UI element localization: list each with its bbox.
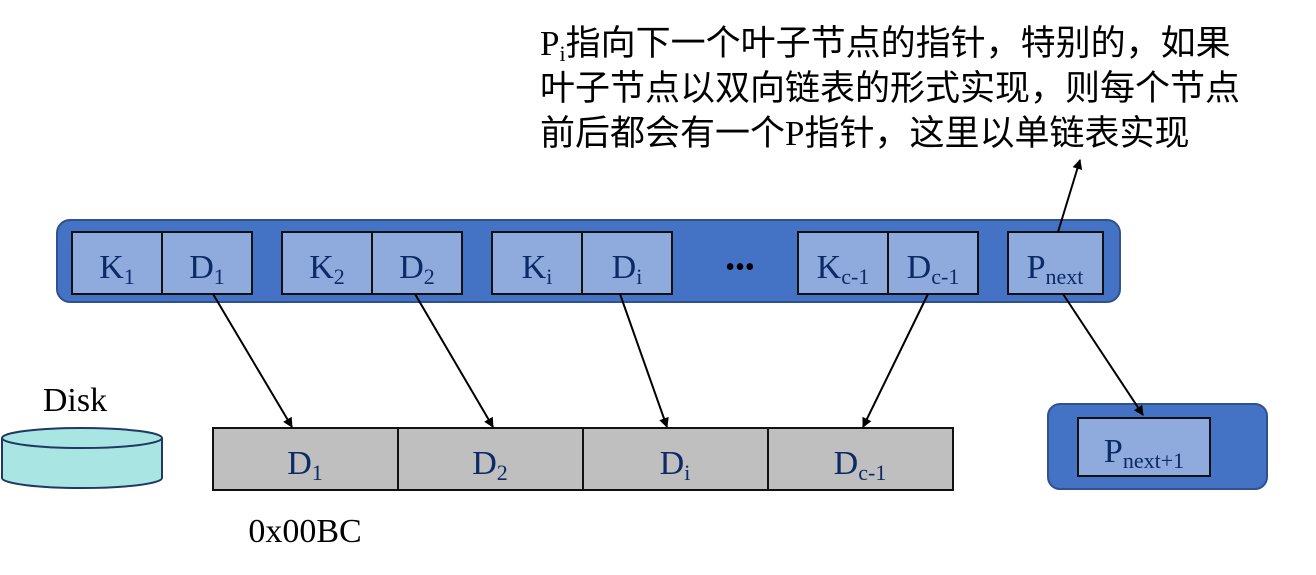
ellipsis: ••• [725,252,754,283]
arrow-to-note [1057,159,1083,233]
block-address: 0x00BC [248,513,361,550]
block-cell-d-2 [397,427,584,491]
block-cell-d-c-1 [767,427,954,491]
block-label-d-i: Di [660,445,691,485]
cell-label-d-c-1: Dc-1 [907,249,960,289]
note-line-3: 前后都会有一个P指针，这里以单链表实现 [540,114,1189,153]
arrow-d1 [212,293,293,428]
arrow-d2 [414,293,494,428]
cell-label-k-i: Ki [522,249,553,289]
block-label-d-1: D1 [287,445,323,485]
cell-label-k-1: K1 [99,249,135,289]
cell-d-1 [161,231,253,295]
cell-label-d-2: D2 [399,249,435,289]
block-label-d-c-1: Dc-1 [834,445,887,485]
pointer-next-plus-1-cell [1077,417,1211,477]
cell-k-c-1 [797,231,889,295]
pointer-next-plus-1-label: Pnext+1 [1104,433,1184,473]
cell-d-i [581,231,673,295]
cell-d-2 [371,231,463,295]
cell-label-d-1: D1 [189,249,225,289]
cell-label-k-2: K2 [309,249,345,289]
pointer-next-label: Pnext [1027,249,1084,289]
cell-k-i [491,231,583,295]
arrow-dc-1 [862,293,929,428]
cell-d-c-1 [887,231,979,295]
cell-label-d-i: Di [612,249,643,289]
arrow-di [619,293,669,428]
note-line-1: Pi指向下一个叶子节点的指针，特别的，如果 [540,24,1231,66]
block-label-d-2: D2 [472,445,508,485]
pointer-next-cell [1007,231,1104,295]
note-line-2: 叶子节点以双向链表的形式实现，则每个节点 [540,69,1240,108]
arrow-pnext [1062,293,1144,416]
disk-label: Disk [43,382,107,419]
cell-label-k-c-1: Kc-1 [817,249,870,289]
cell-k-1 [71,231,163,295]
block-cell-d-1 [212,427,399,491]
annotation-note: Pi指向下一个叶子节点的指针，特别的，如果 叶子节点以双向链表的形式实现，则每个… [540,24,1240,153]
disk-icon [1,427,163,489]
